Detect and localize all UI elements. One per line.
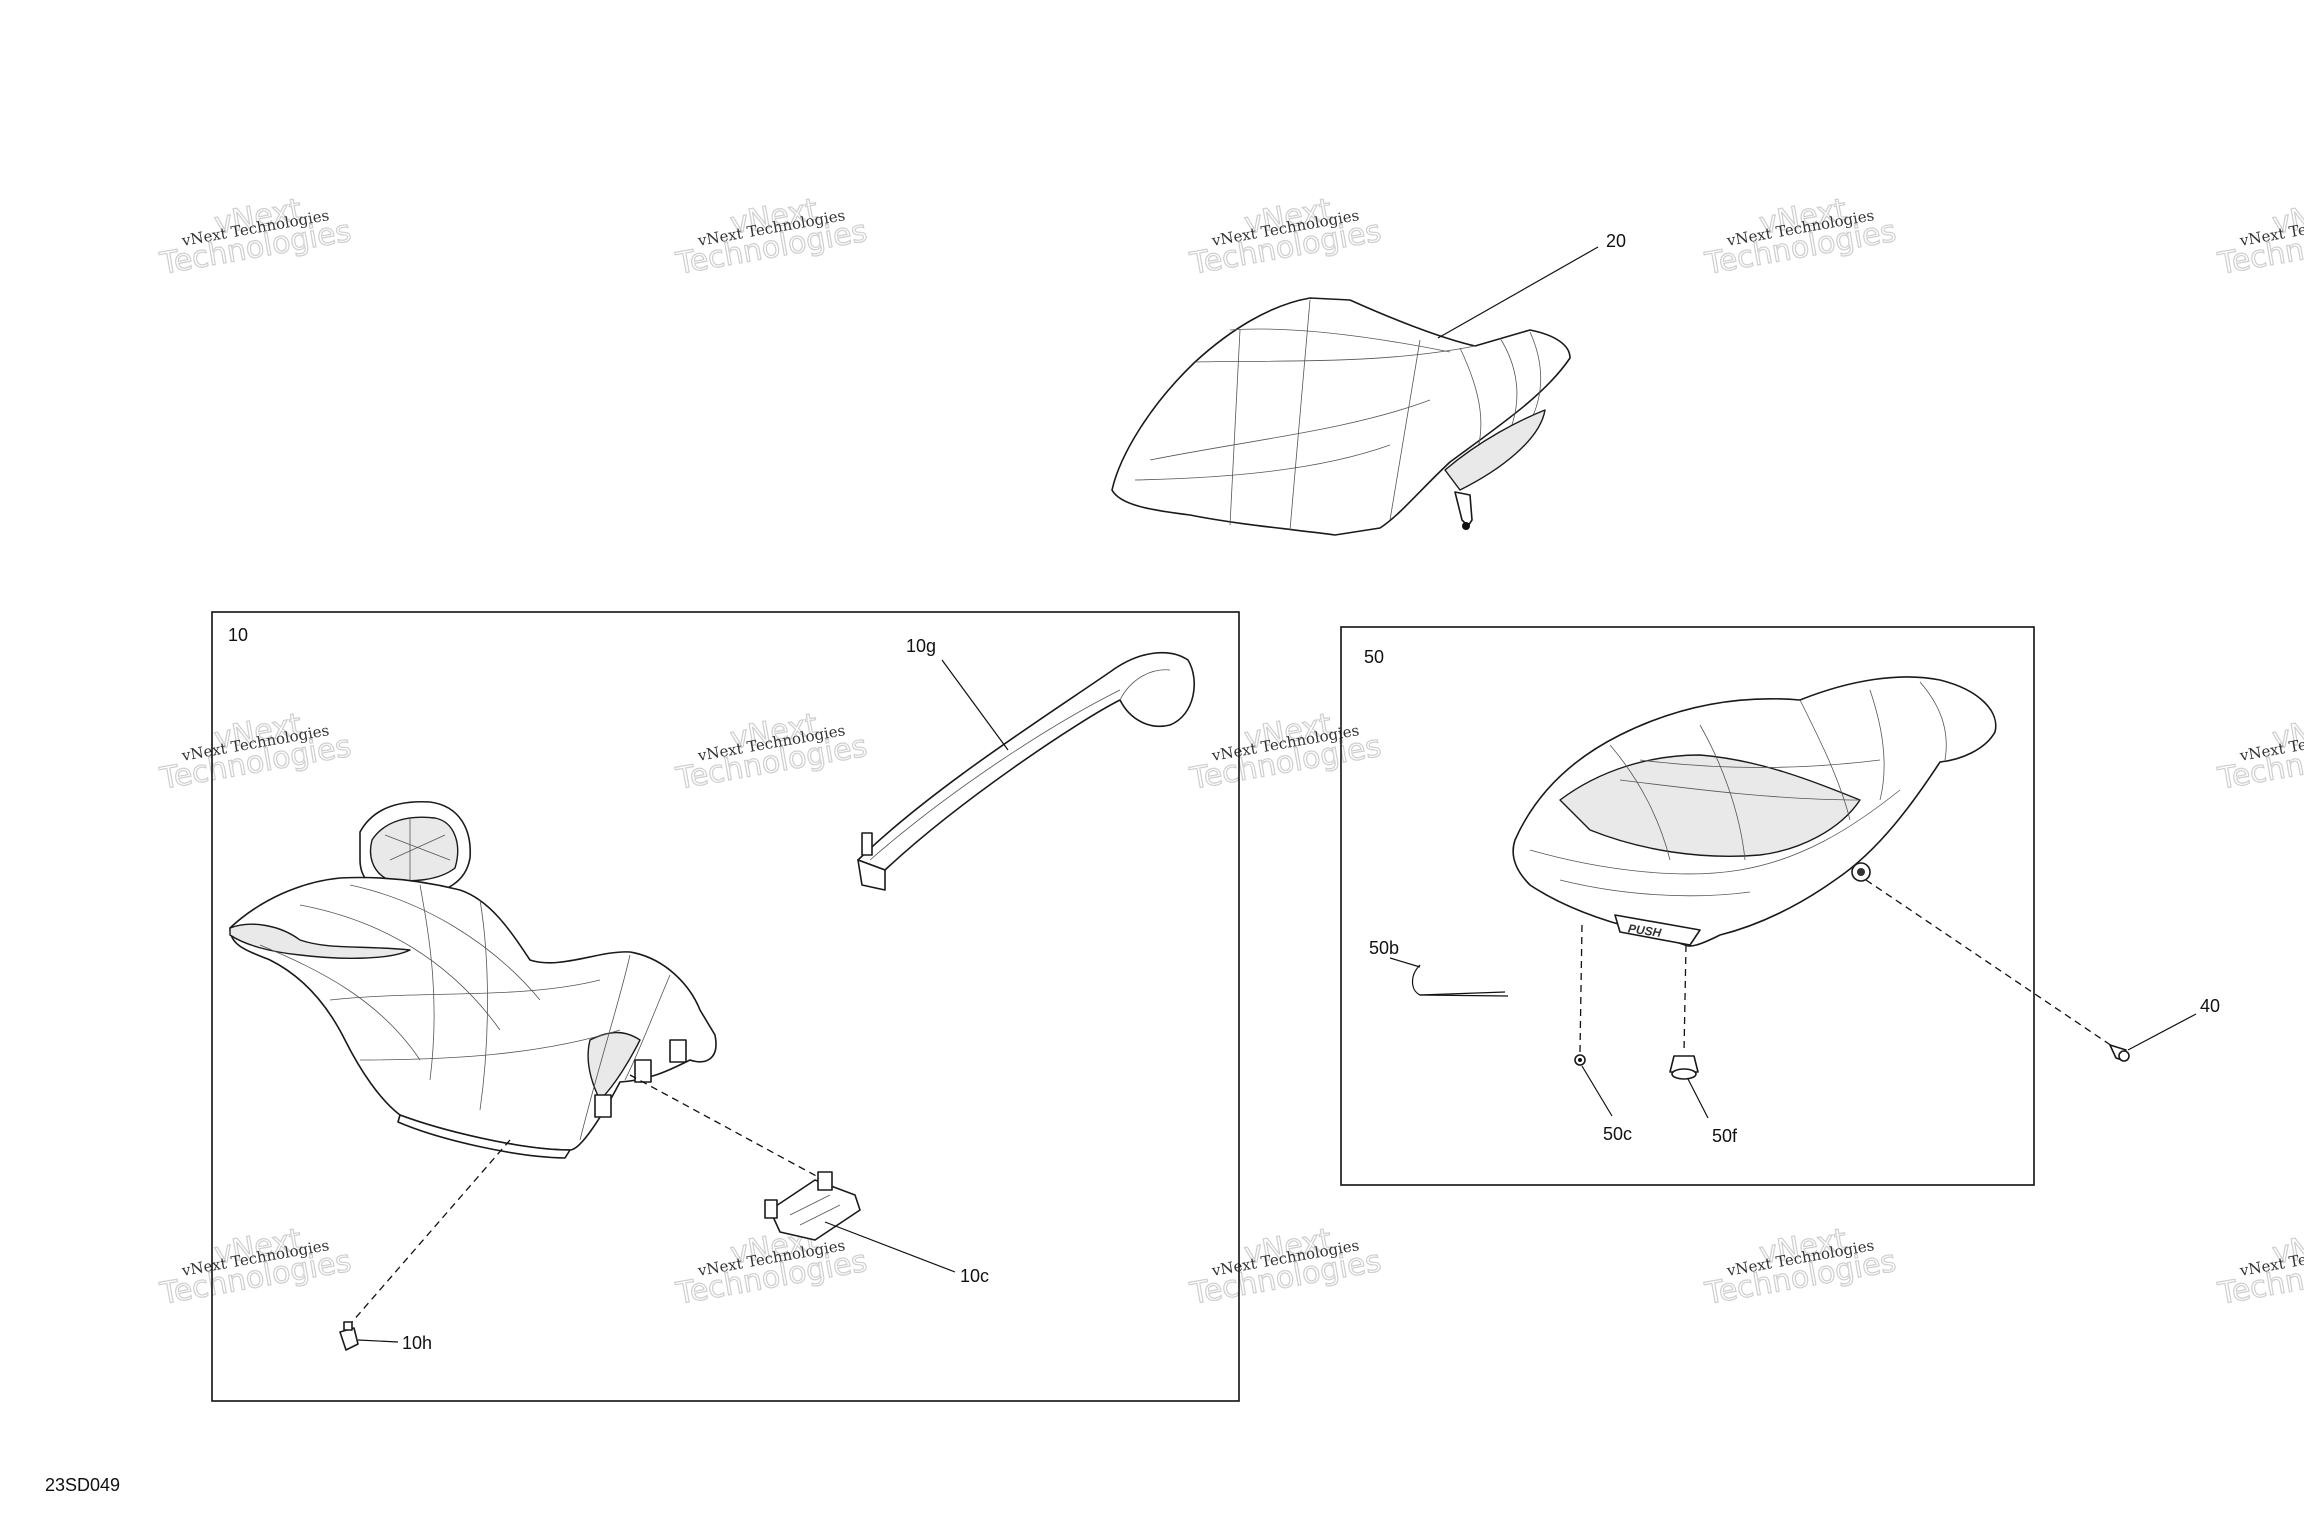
bracket-tab xyxy=(764,1199,778,1219)
dashed-10h xyxy=(351,1139,511,1323)
callout-10g: 10g xyxy=(906,636,936,656)
callout-50: 50 xyxy=(1364,647,1384,667)
push-label: PUSH xyxy=(1627,921,1662,940)
leader-40 xyxy=(2127,1013,2197,1051)
callout-10: 10 xyxy=(228,625,248,645)
callout-20: 20 xyxy=(1606,231,1626,251)
leader-10g xyxy=(941,659,1009,751)
insert-body xyxy=(1669,1055,1699,1073)
strap-body xyxy=(857,651,1195,871)
tray-push-tab xyxy=(1614,914,1701,946)
seat-side-panel xyxy=(1444,409,1546,491)
dashed-40 xyxy=(1865,879,2113,1047)
callout-50f: 50f xyxy=(1712,1126,1738,1146)
part-10h-fastener[interactable] xyxy=(339,1321,359,1351)
callout-10h: 10h xyxy=(402,1333,432,1353)
strap-clip xyxy=(861,832,873,856)
leader-50c xyxy=(1581,1065,1613,1117)
pin-tip xyxy=(1462,522,1470,530)
leader-10h xyxy=(357,1339,399,1343)
leader-10c xyxy=(824,1221,956,1273)
part-50f-insert[interactable] xyxy=(1669,1055,1699,1080)
part-40-screw[interactable] xyxy=(2109,1044,2130,1062)
dashed-50c xyxy=(1579,924,1583,1053)
part-50-storage-tray[interactable]: PUSH xyxy=(1512,676,1997,947)
part-10c-bracket[interactable] xyxy=(764,1171,861,1241)
seat-clip xyxy=(594,1094,612,1118)
dashed-50f xyxy=(1683,944,1687,1053)
nut-hole xyxy=(1578,1058,1582,1062)
seat-clip xyxy=(634,1059,652,1083)
strap-end xyxy=(857,859,886,891)
callout-10c: 10c xyxy=(960,1266,989,1286)
part-50c-nut[interactable] xyxy=(1574,1054,1586,1066)
pin-wire xyxy=(1411,964,1506,996)
group-10-frame xyxy=(211,611,1240,1402)
part-50b-pin[interactable] xyxy=(1411,964,1509,997)
seat-base xyxy=(229,876,717,1151)
callout-50c: 50c xyxy=(1603,1124,1632,1144)
seat-clip xyxy=(669,1039,687,1063)
part-20-rear-seat[interactable] xyxy=(1111,297,1571,536)
callout-40: 40 xyxy=(2200,996,2220,1016)
part-10g-strap[interactable] xyxy=(857,651,1195,891)
dashed-10c xyxy=(629,1074,821,1179)
seat-gray-insert xyxy=(587,1031,641,1101)
bracket-body xyxy=(769,1179,861,1241)
screw-head xyxy=(2118,1050,2130,1062)
fastener-head xyxy=(343,1321,353,1331)
leader-20 xyxy=(1437,246,1599,339)
group-50-frame xyxy=(1340,626,2035,1186)
seat-latch-pin xyxy=(1454,491,1473,527)
bracket-tab xyxy=(817,1171,833,1191)
insert-flange xyxy=(1671,1068,1697,1080)
leader-50b xyxy=(1389,957,1421,968)
seat-cushion xyxy=(1111,297,1571,536)
part-10-front-seat[interactable] xyxy=(229,800,717,1159)
tray-hinge-center xyxy=(1857,868,1865,876)
callout-50b: 50b xyxy=(1369,938,1399,958)
drawing-code: 23SD049 xyxy=(45,1475,120,1495)
fastener-body xyxy=(339,1327,359,1351)
leader-50f xyxy=(1687,1078,1709,1119)
seat-bottom-trim xyxy=(397,1114,571,1159)
